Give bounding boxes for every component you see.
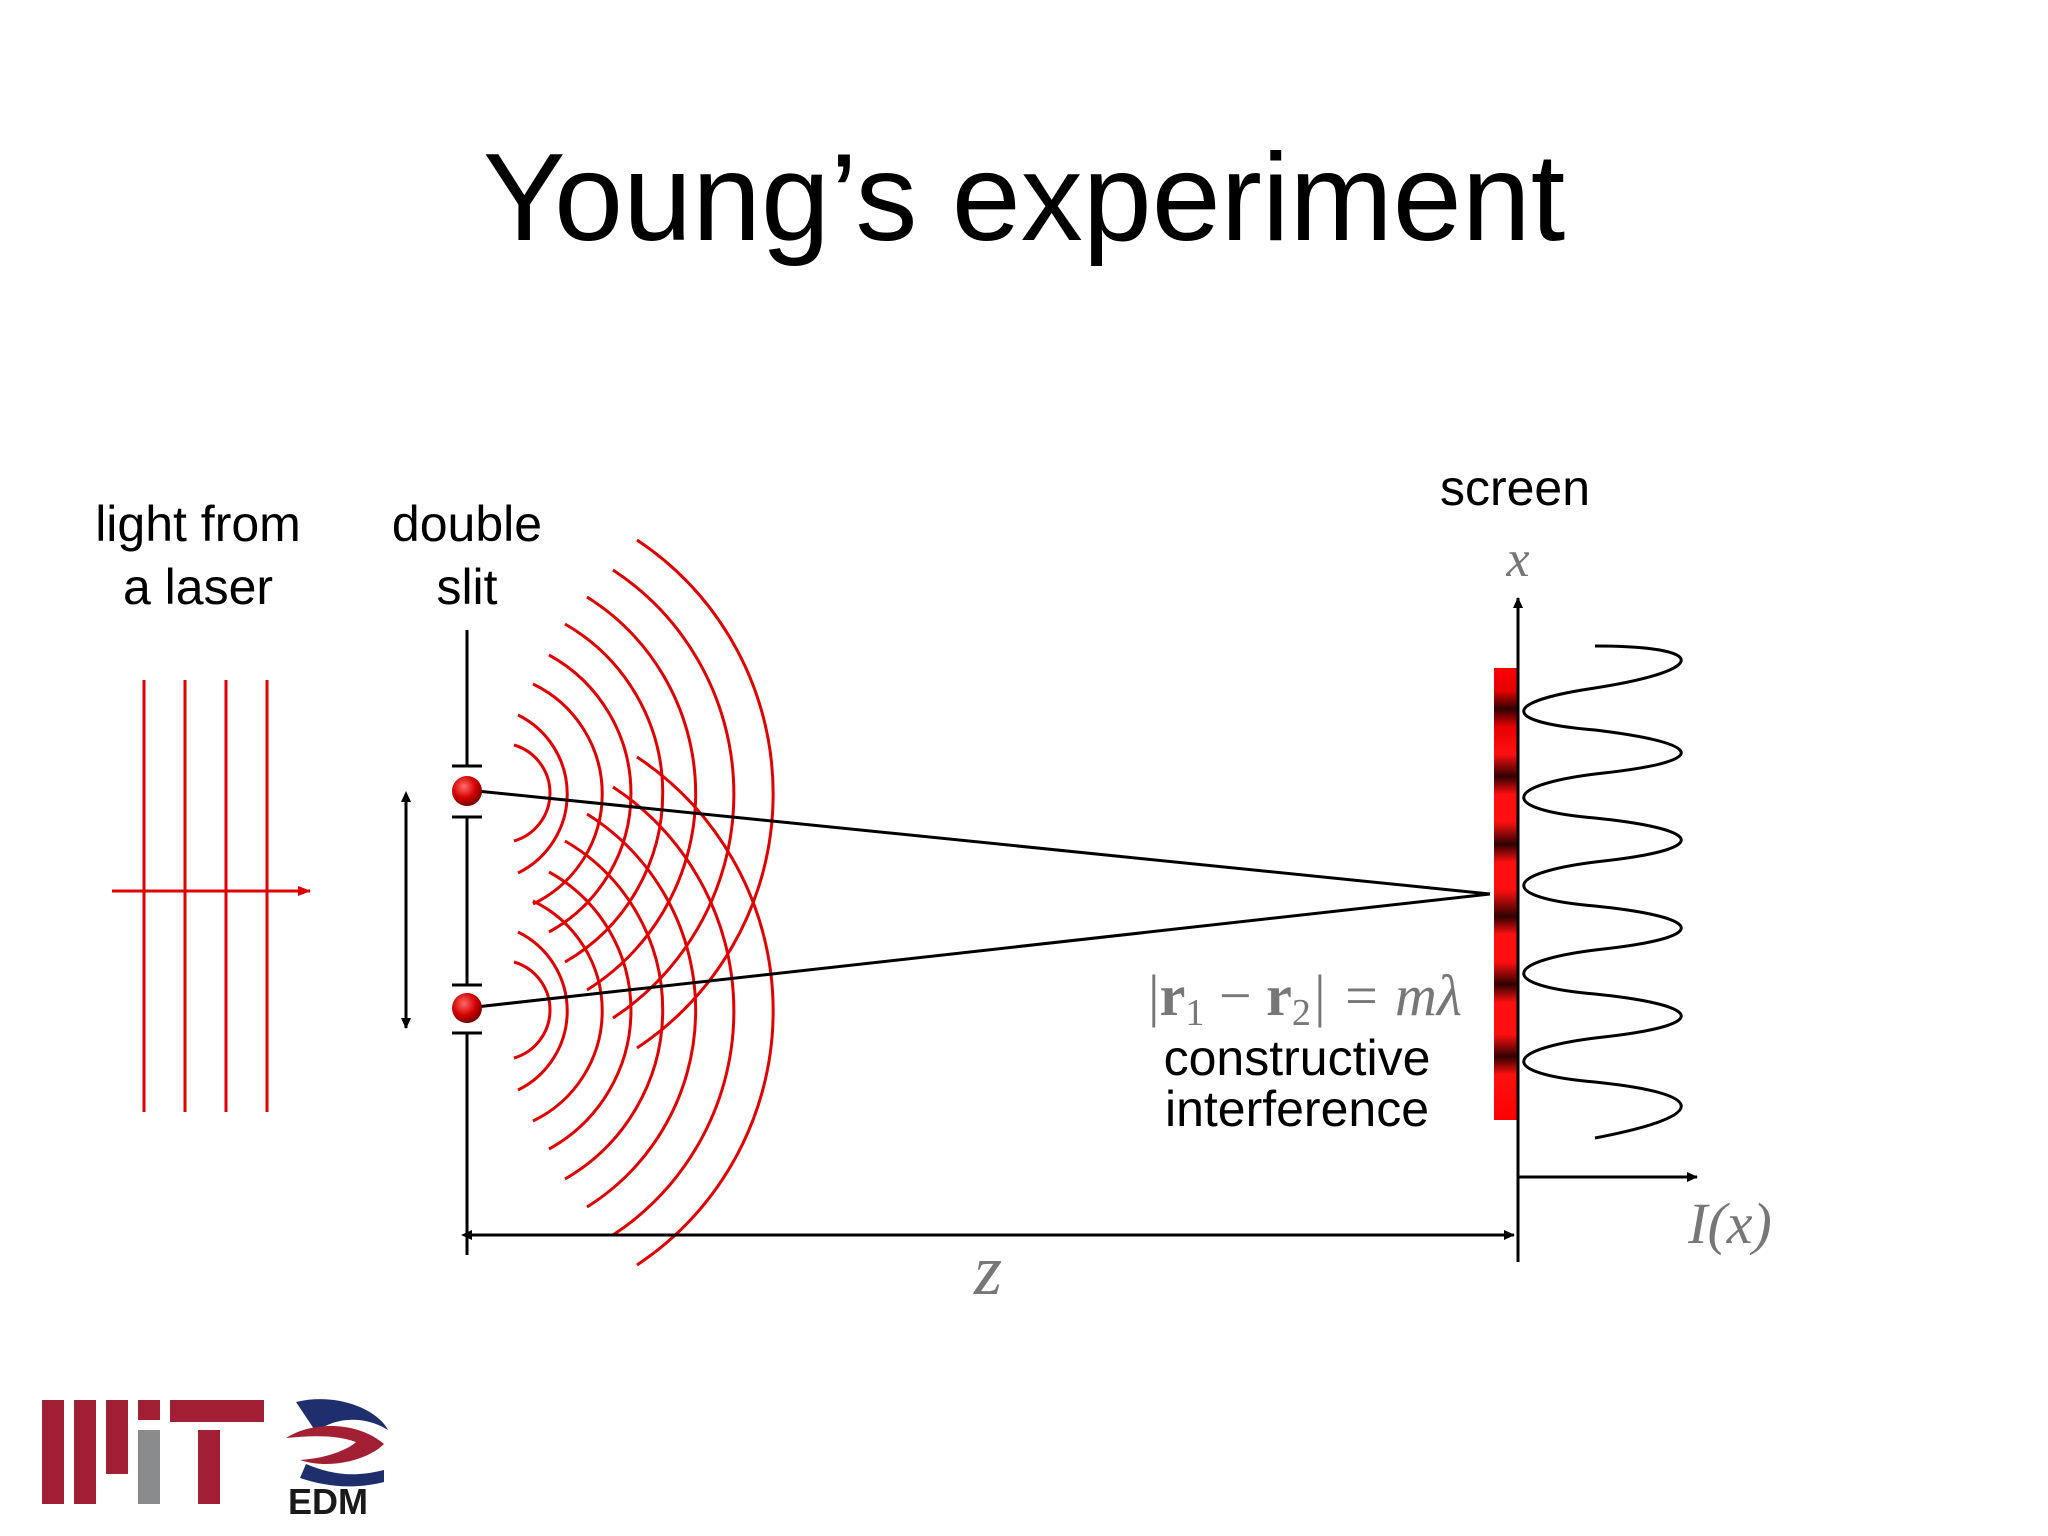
distance-z-label: z (973, 1230, 1002, 1310)
wavefront-arc (612, 785, 736, 1237)
slit-label-line1: double (392, 496, 542, 552)
wavefront-arc (636, 538, 775, 1050)
equation-sub1: 1 (1185, 992, 1204, 1034)
constructive-label-line2: interference (1165, 1081, 1429, 1137)
screen-label: screen (1440, 460, 1590, 516)
path-rays (466, 788, 1491, 1010)
equation-rhs: | = mλ (1311, 963, 1462, 1028)
laser-wavefronts (112, 680, 311, 1112)
slit-label-line2: slit (436, 559, 497, 615)
wavefront-arc (564, 839, 665, 1181)
equation-r1: r (1160, 963, 1186, 1028)
laser-label-line1: light from (95, 496, 301, 552)
equation-sub2: 2 (1292, 992, 1311, 1034)
wavefront-arc (548, 870, 633, 1151)
x-axis-label: x (1505, 531, 1529, 588)
equation-r2: r (1266, 963, 1292, 1028)
intensity-axis-label: I(x) (1687, 1191, 1772, 1256)
bottom-slit-source (452, 993, 482, 1023)
edm-text: EDM (288, 1481, 368, 1516)
wavefront-arc (517, 930, 569, 1092)
screen-fringe-pattern (1494, 668, 1518, 1120)
double-slit-barrier (401, 630, 482, 1255)
wavefront-arc (513, 743, 552, 843)
ray-r1 (466, 788, 1491, 896)
wavefront-arc (532, 899, 604, 1123)
slide-title: Young’s experiment (482, 129, 1566, 267)
wavefront-arc (636, 755, 775, 1267)
constructive-label-line1: constructive (1164, 1030, 1431, 1086)
bottom-slit-wavefronts (513, 755, 775, 1267)
mit-edm-logo: EDM (42, 1399, 388, 1516)
equation-bar-open: | (1148, 963, 1160, 1028)
wavefront-arc (517, 713, 569, 875)
wavefront-arc (612, 568, 736, 1020)
wavefront-arc (513, 960, 552, 1060)
edm-swoosh-icon (286, 1399, 388, 1487)
wavefront-arc (586, 812, 698, 1209)
top-slit-wavefronts (513, 538, 775, 1050)
path-difference-equation: |r1 − r2| = mλ (1148, 963, 1462, 1034)
screen-axes (1513, 597, 1698, 1262)
wavefront-arc (548, 653, 633, 934)
equation-minus: − (1204, 963, 1266, 1028)
wavefront-arc (564, 622, 665, 964)
mit-logo-bars (42, 1400, 264, 1504)
laser-label-line2: a laser (123, 559, 273, 615)
ray-r2 (466, 892, 1491, 1010)
wavefront-arc (586, 595, 698, 992)
top-slit-source (452, 776, 482, 806)
intensity-curve (1522, 644, 1683, 1140)
